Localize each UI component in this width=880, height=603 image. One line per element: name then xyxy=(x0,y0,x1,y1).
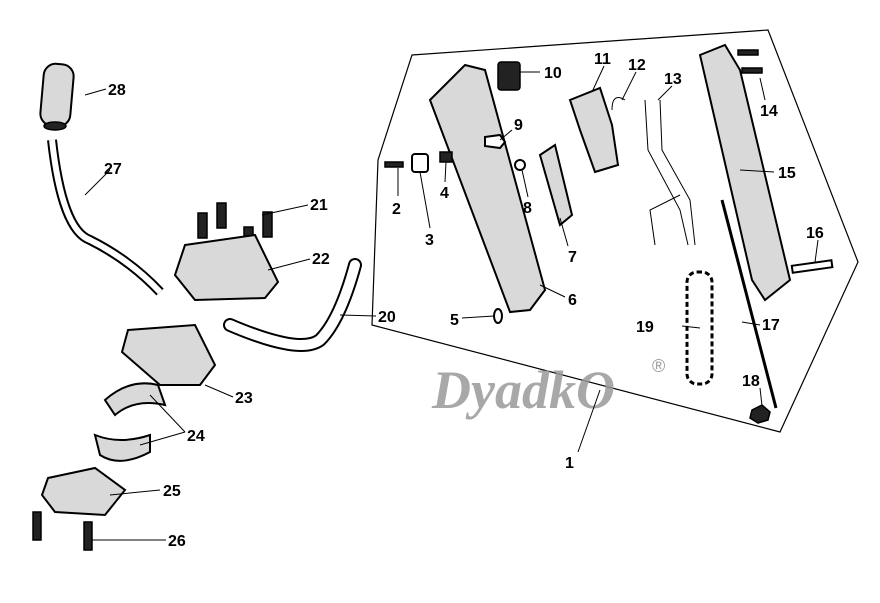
part-plunger-9 xyxy=(484,133,507,150)
part-clamp-25 xyxy=(40,466,127,517)
part-switch-housing-6 xyxy=(428,63,547,314)
callout-22: 22 xyxy=(312,251,330,268)
callout-27: 27 xyxy=(104,161,122,178)
callout-4: 4 xyxy=(440,185,449,202)
callout-25: 25 xyxy=(163,483,181,500)
part-switch-11 xyxy=(568,86,620,174)
part-ring-5 xyxy=(493,308,503,324)
callout-12: 12 xyxy=(628,57,646,74)
callout-17: 17 xyxy=(762,317,780,334)
callout-19: 19 xyxy=(636,319,654,336)
part-nut-18 xyxy=(749,404,771,424)
watermark-registered: ® xyxy=(652,356,665,376)
part-bolt-26b xyxy=(83,521,93,551)
callout-15: 15 xyxy=(778,165,796,182)
callout-14: 14 xyxy=(760,103,778,120)
callout-3: 3 xyxy=(425,232,434,249)
part-bushing-24b xyxy=(93,433,151,462)
callout-28: 28 xyxy=(108,82,126,99)
part-wiring-13 xyxy=(644,99,696,246)
part-clamp-23 xyxy=(120,323,217,386)
callout-21: 21 xyxy=(310,197,328,214)
part-cable-17 xyxy=(720,199,778,409)
callout-10: 10 xyxy=(544,65,562,82)
assembly-boundary xyxy=(371,29,859,433)
part-lever-7 xyxy=(538,143,574,227)
part-clip-12 xyxy=(611,97,626,111)
callout-18: 18 xyxy=(742,373,760,390)
callout-9: 9 xyxy=(514,117,523,134)
callout-16: 16 xyxy=(806,225,824,242)
watermark: DyadkO xyxy=(431,360,615,420)
part-clamp-22 xyxy=(173,233,280,302)
callout-5: 5 xyxy=(450,312,459,329)
callout-11: 11 xyxy=(594,51,611,68)
leader-lines xyxy=(84,65,819,541)
callout-24: 24 xyxy=(187,428,205,445)
part-spring-4 xyxy=(439,151,453,163)
part-bushing-24a xyxy=(103,382,167,417)
part-screw-2 xyxy=(384,161,404,168)
callout-8: 8 xyxy=(523,200,532,217)
part-button-10 xyxy=(497,61,521,91)
part-screw-14a xyxy=(737,49,759,56)
part-screw-14b xyxy=(741,67,763,74)
part-bolt-26a xyxy=(32,511,42,541)
callout-23: 23 xyxy=(235,390,253,407)
callout-13: 13 xyxy=(664,71,682,88)
part-grip xyxy=(39,62,75,131)
callout-7: 7 xyxy=(568,249,577,266)
callout-1: 1 xyxy=(565,455,574,472)
callout-2: 2 xyxy=(392,201,401,218)
part-throttle-housing-15 xyxy=(698,43,792,302)
callout-6: 6 xyxy=(568,292,577,309)
part-bolt-16 xyxy=(790,259,834,274)
part-bushing-3 xyxy=(411,153,429,173)
callout-26: 26 xyxy=(168,533,186,550)
callout-20: 20 xyxy=(378,309,396,326)
part-pin-8 xyxy=(514,159,526,171)
